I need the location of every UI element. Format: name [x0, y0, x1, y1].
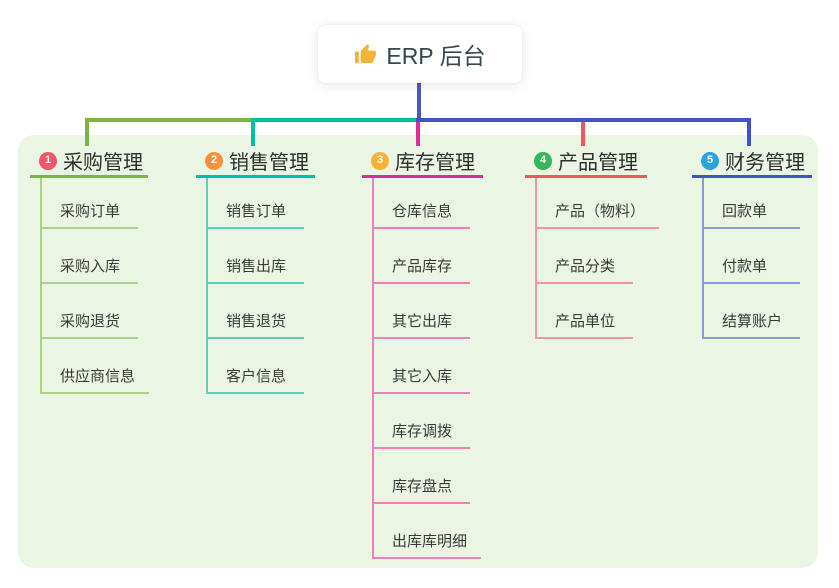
- child-item[interactable]: 销售退货: [208, 284, 304, 339]
- child-item[interactable]: 库存盘点: [374, 449, 470, 504]
- thumbs-up-icon: [355, 43, 377, 63]
- branch-product: 4 产品管理 产品（物料） 产品分类 产品单位: [525, 146, 660, 339]
- child-item[interactable]: 客户信息: [208, 339, 304, 394]
- connector-root-drop-line: [417, 83, 421, 118]
- child-item[interactable]: 产品分类: [537, 229, 633, 284]
- branch-title: 销售管理: [229, 152, 309, 174]
- branch-title: 产品管理: [558, 152, 638, 174]
- branch-inventory: 3 库存管理 仓库信息 产品库存 其它出库 其它入库 库存调拨 库存盘点 出库库…: [362, 146, 483, 559]
- branch-children: 仓库信息 产品库存 其它出库 其它入库 库存调拨 库存盘点 出库库明细: [372, 178, 482, 559]
- child-item[interactable]: 采购入库: [42, 229, 138, 284]
- connector-branch2-drop-line: [251, 118, 255, 146]
- branch-sales: 2 销售管理 销售订单 销售出库 销售退货 客户信息: [196, 146, 315, 394]
- child-item[interactable]: 其它出库: [374, 284, 470, 339]
- child-item[interactable]: 结算账户: [704, 284, 800, 339]
- branches-panel: [18, 135, 818, 568]
- child-item[interactable]: 销售出库: [208, 229, 304, 284]
- branch-finance: 5 财务管理 回款单 付款单 结算账户: [692, 146, 812, 339]
- connector-horizontal-blue-segment: [416, 118, 751, 122]
- connector-branch5-drop-line: [747, 118, 751, 146]
- branch-header[interactable]: 5 财务管理: [692, 146, 812, 178]
- child-item[interactable]: 付款单: [704, 229, 800, 284]
- child-item[interactable]: 采购退货: [42, 284, 138, 339]
- connector-horizontal-teal-segment: [251, 118, 420, 122]
- child-item[interactable]: 产品（物料）: [537, 178, 660, 229]
- root-node[interactable]: ERP 后台: [318, 25, 522, 83]
- branch-number-badge: 1: [39, 151, 57, 170]
- branch-number-badge: 2: [205, 151, 223, 170]
- branch-children: 回款单 付款单 结算账户: [702, 178, 800, 339]
- child-item[interactable]: 出库库明细: [374, 504, 482, 559]
- child-item[interactable]: 库存调拨: [374, 394, 470, 449]
- branch-title: 库存管理: [395, 152, 475, 174]
- branch-number-badge: 4: [534, 151, 552, 170]
- branch-number-badge: 3: [371, 151, 389, 170]
- connector-branch1-drop-line: [85, 118, 89, 146]
- connector-branch3-drop-line: [416, 122, 420, 146]
- root-title: ERP 后台: [386, 43, 486, 69]
- branch-number-badge: 5: [701, 151, 719, 170]
- branch-header[interactable]: 1 采购管理: [30, 146, 148, 178]
- child-item[interactable]: 产品库存: [374, 229, 470, 284]
- branch-header[interactable]: 2 销售管理: [196, 146, 315, 178]
- child-item[interactable]: 回款单: [704, 178, 800, 229]
- child-item[interactable]: 其它入库: [374, 339, 470, 394]
- connector-horizontal-green-segment: [85, 118, 255, 122]
- branch-title: 采购管理: [63, 152, 143, 174]
- branch-children: 销售订单 销售出库 销售退货 客户信息: [206, 178, 304, 394]
- child-item[interactable]: 采购订单: [42, 178, 138, 229]
- connector-branch4-drop-line: [581, 122, 585, 146]
- branch-header[interactable]: 4 产品管理: [525, 146, 647, 178]
- child-item[interactable]: 销售订单: [208, 178, 304, 229]
- branch-header[interactable]: 3 库存管理: [362, 146, 483, 178]
- branch-children: 产品（物料） 产品分类 产品单位: [535, 178, 660, 339]
- child-item[interactable]: 仓库信息: [374, 178, 470, 229]
- child-item[interactable]: 供应商信息: [42, 339, 150, 394]
- branch-children: 采购订单 采购入库 采购退货 供应商信息: [40, 178, 150, 394]
- child-item[interactable]: 产品单位: [537, 284, 633, 339]
- branch-title: 财务管理: [725, 152, 805, 174]
- branch-purchase: 1 采购管理 采购订单 采购入库 采购退货 供应商信息: [30, 146, 150, 394]
